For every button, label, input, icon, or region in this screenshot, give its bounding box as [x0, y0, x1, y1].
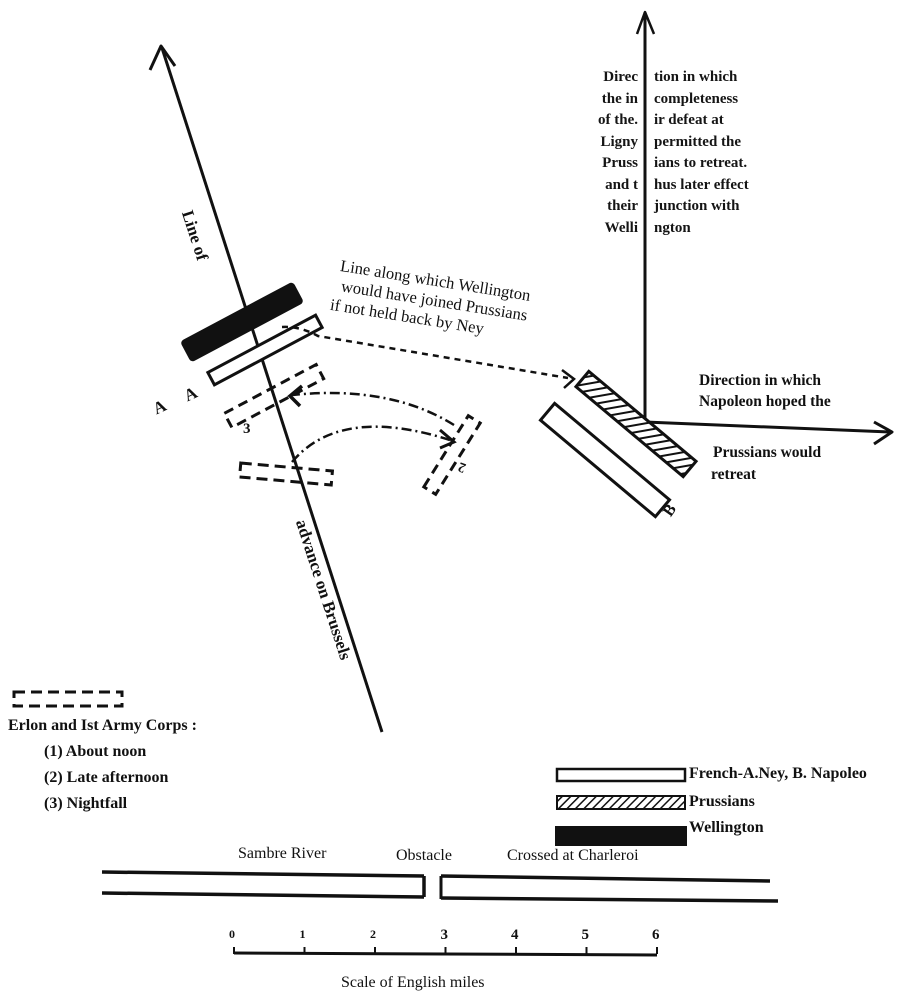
scale-tick-label: 5	[581, 927, 590, 943]
sambre-river	[101, 870, 779, 903]
river-obstacle-label: Obstacle	[396, 847, 452, 864]
french-ney-position-a	[205, 313, 325, 387]
french-napoleon-position-b	[538, 401, 672, 519]
legend-french-label: French-A.Ney, B. Napoleo	[689, 765, 867, 782]
prussian-actual-retreat-arrow	[635, 10, 656, 422]
prussian-retreat-label-left: Direc the in of the. Ligny Pruss and t t…	[598, 69, 638, 236]
erlon-position-1-noon	[237, 461, 335, 487]
legend-french-swatch	[555, 767, 687, 783]
scale-bar	[233, 947, 658, 957]
scale-tick-label: 1	[299, 927, 306, 941]
napoleon-hoped-retreat-arrow	[644, 420, 894, 446]
erlon-position-3-nightfall	[222, 362, 326, 430]
scale-label: Scale of English miles	[341, 974, 485, 991]
legend-wellington-swatch	[555, 826, 687, 846]
prussian-retreat-label-right: tion in which completeness ir defeat at …	[654, 69, 749, 236]
scale-tick-label: 3	[440, 927, 449, 943]
erlon-label-3: 3	[243, 421, 251, 437]
river-name-label: Sambre River	[238, 845, 327, 862]
wellington-junction-line	[281, 325, 576, 389]
legend-erlon-title: Erlon and Ist Army Corps :	[8, 717, 197, 734]
legend-erlon-item-3: (3) Nightfall	[44, 795, 128, 812]
legend-erlon-item-2: (2) Late afternoon	[44, 769, 169, 786]
line-of-advance-arrow	[148, 44, 384, 733]
prussian-position	[573, 369, 699, 479]
scale-tick-label: 4	[511, 927, 519, 943]
legend-erlon-item-1: (1) About noon	[44, 743, 147, 760]
erlon-movement-arc-out	[291, 425, 457, 463]
scale-tick-label: 0	[229, 927, 235, 941]
wellington-position	[181, 282, 303, 362]
legend-wellington-label: Wellington	[689, 819, 764, 836]
erlon-position-2-afternoon	[421, 413, 483, 497]
legend-erlon-swatch	[12, 690, 124, 708]
erlon-movement-arc-back	[287, 384, 455, 427]
scale-tick-label: 6	[652, 927, 660, 943]
legend-prussian-swatch	[556, 795, 686, 810]
scale-tick-label: 2	[370, 927, 376, 941]
legend-prussian-label: Prussians	[689, 793, 755, 810]
napoleon-hope-label-below: Prussians would retreat	[711, 444, 822, 483]
river-crossing-label: Crossed at Charleroi	[507, 847, 639, 864]
napoleon-hope-label-above: Direction in which Napoleon hoped the	[699, 372, 831, 410]
